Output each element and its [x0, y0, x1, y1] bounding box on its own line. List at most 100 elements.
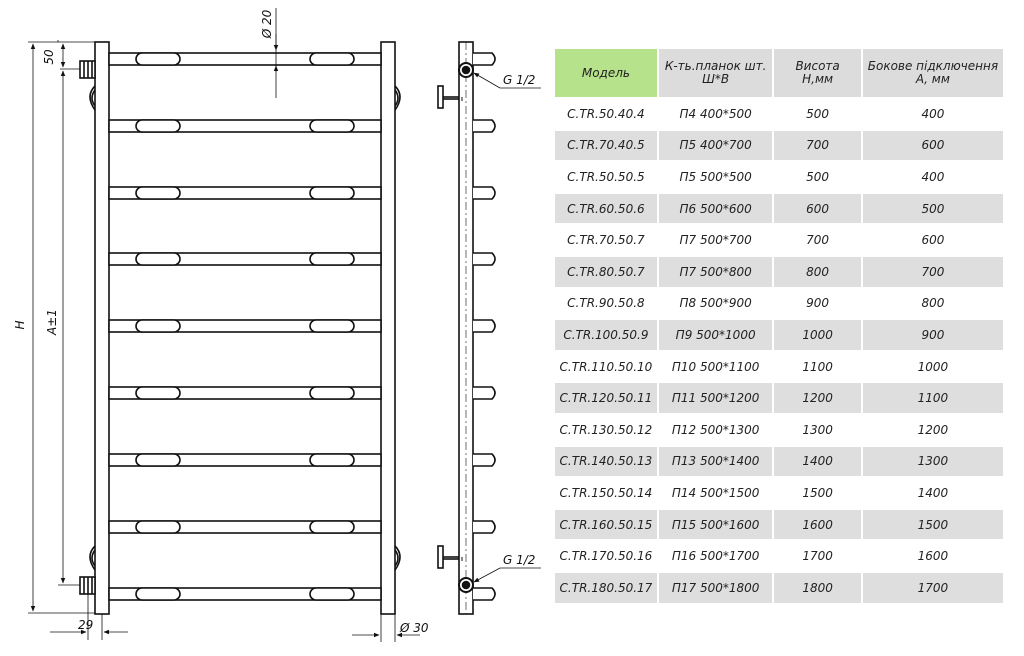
- cell-model: C.TR.90.50.8: [555, 288, 657, 319]
- rung-bushing: [135, 52, 181, 66]
- cell-bars: П13 500*1400: [658, 446, 773, 477]
- cell-model: C.TR.70.50.7: [555, 225, 657, 255]
- cell-side: 1000: [862, 351, 1003, 382]
- side-stub: [473, 520, 496, 534]
- cell-height: 1000: [774, 320, 861, 350]
- cell-height: 500: [774, 162, 861, 192]
- side-stub: [473, 119, 496, 133]
- cell-bars: П17 500*1800: [658, 572, 773, 603]
- cell-side: 1400: [862, 478, 1003, 508]
- cell-bars: П6 500*600: [658, 193, 773, 224]
- cell-side: 800: [862, 288, 1003, 319]
- cell-side: 1600: [862, 541, 1003, 571]
- cell-height: 1600: [774, 509, 861, 540]
- cell-height: 1700: [774, 541, 861, 571]
- cell-height: 1800: [774, 572, 861, 603]
- cell-side: 1200: [862, 414, 1003, 445]
- bracket-right-top: [394, 85, 401, 111]
- rung-bushing: [309, 52, 355, 66]
- front-view: [79, 41, 401, 615]
- cell-model: C.TR.50.50.5: [555, 162, 657, 192]
- rung-bushing: [135, 587, 181, 601]
- side-stub: [473, 587, 496, 601]
- rung-bushing: [309, 520, 355, 534]
- cell-side: 1700: [862, 572, 1003, 603]
- cell-height: 700: [774, 225, 861, 255]
- rung-bushing: [135, 252, 181, 266]
- side-stub: [473, 386, 496, 400]
- cell-side: 1300: [862, 446, 1003, 477]
- cell-bars: П10 500*1100: [658, 351, 773, 382]
- cell-model: C.TR.60.50.6: [555, 193, 657, 224]
- cell-bars: П8 500*900: [658, 288, 773, 319]
- cell-height: 1400: [774, 446, 861, 477]
- cell-model: C.TR.70.40.5: [555, 130, 657, 161]
- side-stub: [473, 52, 496, 66]
- bracket-left-top: [89, 85, 96, 111]
- side-offset-dim-label: 29: [78, 618, 93, 632]
- rung-bushing: [309, 119, 355, 133]
- rung-bushing: [309, 453, 355, 467]
- cell-bars: П15 500*1600: [658, 509, 773, 540]
- rung-bushing: [135, 186, 181, 200]
- cell-bars: П7 500*700: [658, 225, 773, 255]
- bottom-valve-fitting: [79, 576, 96, 595]
- cell-height: 1100: [774, 351, 861, 382]
- cell-height: 1200: [774, 383, 861, 413]
- cell-height: 500: [774, 99, 861, 129]
- cell-model: C.TR.50.40.4: [555, 99, 657, 129]
- cell-height: 900: [774, 288, 861, 319]
- bracket-left-bottom: [89, 545, 96, 571]
- rung-bushing: [135, 386, 181, 400]
- cell-bars: П4 400*500: [658, 99, 773, 129]
- side-mount-top: [437, 85, 463, 109]
- rung-bushing: [135, 319, 181, 333]
- cell-side: 900: [862, 320, 1003, 350]
- cell-side: 700: [862, 256, 1003, 287]
- side-inlet-top: [458, 62, 474, 78]
- rung-bushing: [309, 319, 355, 333]
- top-valve-fitting: [79, 60, 96, 79]
- rung-bushing: [135, 453, 181, 467]
- cell-bars: П16 500*1700: [658, 541, 773, 571]
- cell-model: C.TR.140.50.13: [555, 446, 657, 477]
- cell-height: 1300: [774, 414, 861, 445]
- cell-bars: П5 400*700: [658, 130, 773, 161]
- header-model: Модель: [555, 49, 657, 97]
- cell-bars: П11 500*1200: [658, 383, 773, 413]
- cell-model: C.TR.150.50.14: [555, 478, 657, 508]
- cell-model: C.TR.180.50.17: [555, 572, 657, 603]
- side-stub: [473, 453, 496, 467]
- side-diameter-dim-label: Ø 30: [399, 621, 429, 635]
- left-collector: [94, 41, 110, 615]
- cell-side: 1500: [862, 509, 1003, 540]
- rung-bushing: [135, 119, 181, 133]
- axis-distance-dim-label: A±1: [45, 309, 59, 336]
- side-mount-bottom: [437, 545, 463, 569]
- cell-model: C.TR.130.50.12: [555, 414, 657, 445]
- header-bars: К-ть.планок шт.Ш*В: [658, 49, 773, 97]
- cell-bars: П5 500*500: [658, 162, 773, 192]
- side-stub: [473, 186, 496, 200]
- cell-height: 1500: [774, 478, 861, 508]
- rung-bushing: [309, 386, 355, 400]
- cell-model: C.TR.160.50.15: [555, 509, 657, 540]
- side-stub: [473, 252, 496, 266]
- cell-height: 800: [774, 256, 861, 287]
- cell-height: 600: [774, 193, 861, 224]
- cell-model: C.TR.170.50.16: [555, 541, 657, 571]
- side-inlet-bottom: [458, 577, 474, 593]
